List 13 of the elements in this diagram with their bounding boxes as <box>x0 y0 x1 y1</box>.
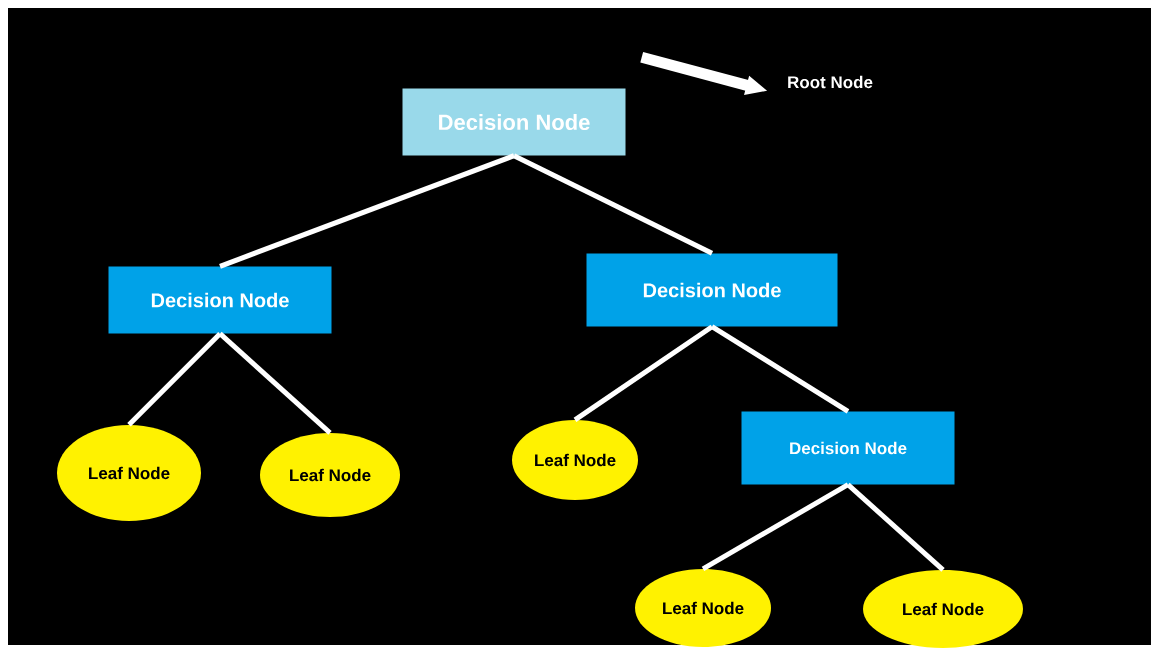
connector-line <box>219 153 515 269</box>
decision-box: Decision Node <box>108 266 332 334</box>
connector-line <box>512 153 714 256</box>
connector-line <box>573 324 714 422</box>
connector-line <box>127 331 222 427</box>
connector-line <box>846 482 945 572</box>
decision-box: Decision Node <box>586 253 838 327</box>
root-label: Root Node <box>788 75 873 89</box>
connector-line <box>701 482 850 571</box>
decision-box: Decision Node <box>741 411 955 485</box>
connector-line <box>218 331 332 435</box>
decision-box: Decision Node <box>402 88 626 156</box>
connector-line <box>710 324 850 414</box>
